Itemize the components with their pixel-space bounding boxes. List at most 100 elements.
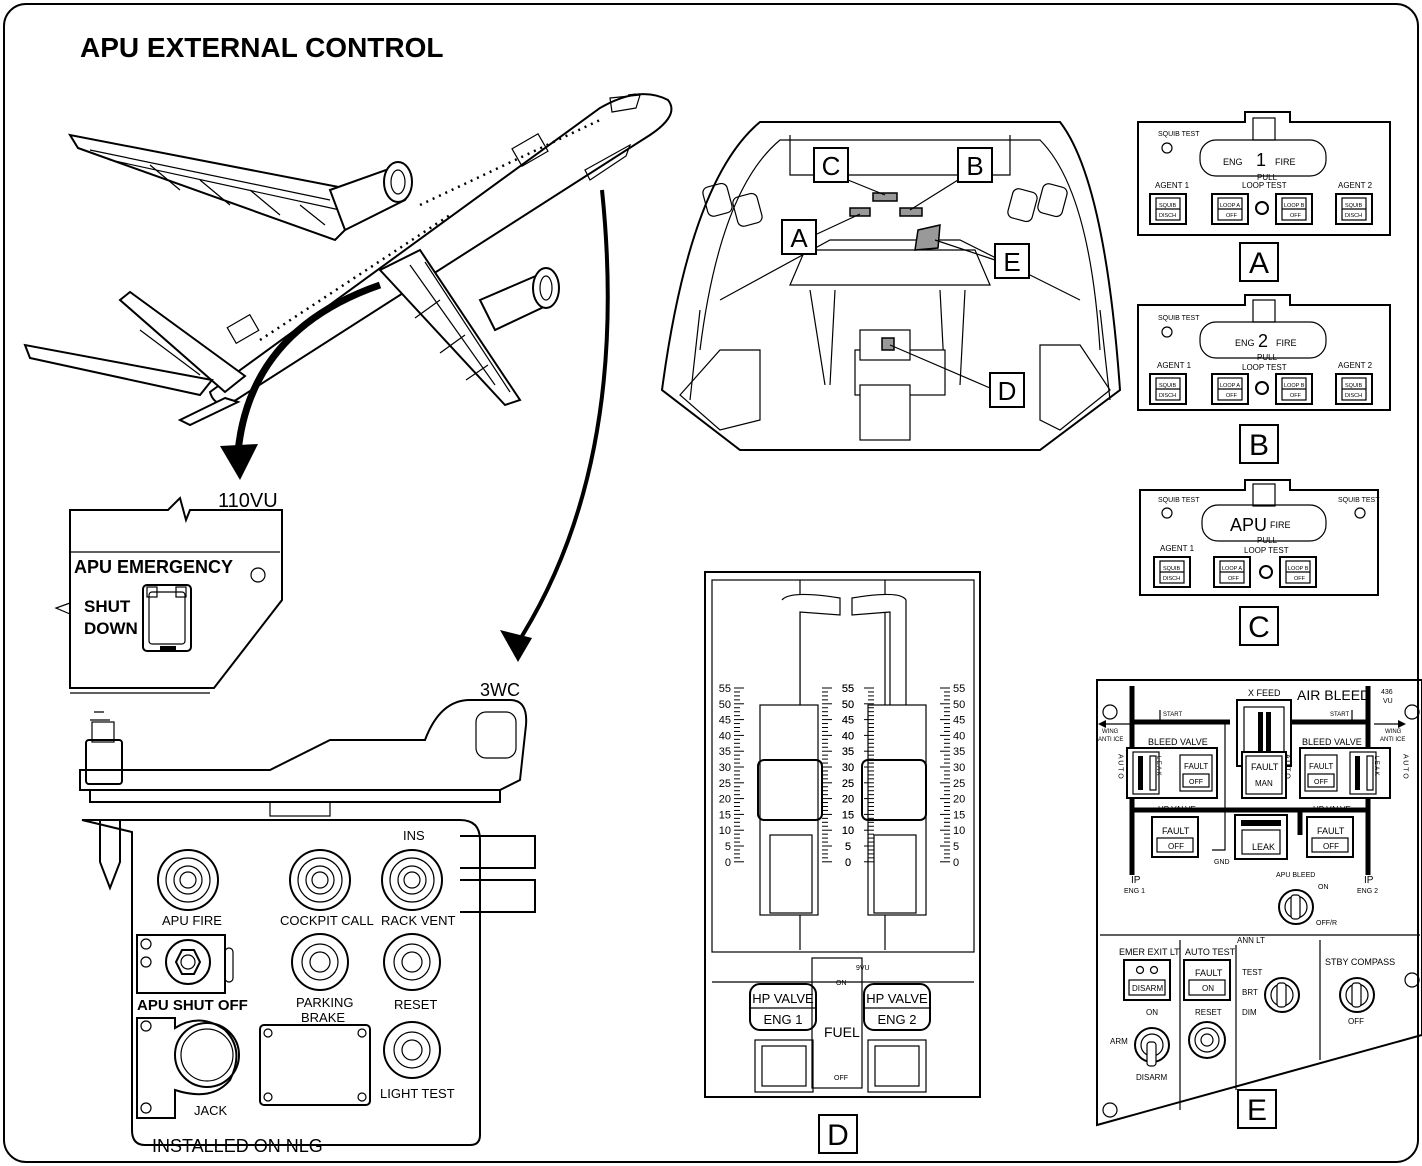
on-auto-test: ON: [1202, 984, 1214, 993]
eng-num-a: 1: [1256, 150, 1266, 170]
cockpit-call-light[interactable]: [289, 849, 351, 911]
anti-ice-label-left: ANTI ICE: [1098, 737, 1123, 743]
x-feed-man-button[interactable]: [1241, 751, 1287, 799]
jack-label: JACK: [194, 1103, 228, 1118]
thrust-lever-2[interactable]: [851, 593, 927, 916]
scale-label: 40: [842, 730, 854, 742]
apu-shut-off-label: APU SHUT OFF: [137, 997, 248, 1014]
disch-b1: DISCH: [1159, 393, 1176, 399]
apu-emergency-shutdown-button[interactable]: [142, 584, 192, 652]
dim-label: DIM: [1242, 1008, 1257, 1017]
agent2-label-b: AGENT 2: [1338, 361, 1373, 370]
scale-label: 15: [842, 809, 854, 821]
squib-disch-button-a1[interactable]: [1149, 193, 1187, 225]
hp-valve-fault-off-left[interactable]: [1151, 816, 1199, 858]
panel-letter-c: C: [1248, 611, 1270, 644]
bleed-fault-off-button-left[interactable]: [1179, 754, 1213, 792]
bleed-fault-off-button-right[interactable]: [1304, 754, 1338, 792]
loop-b-button-a[interactable]: [1275, 193, 1313, 225]
scale-label: 35: [953, 746, 965, 758]
loop-b-button-c[interactable]: [1279, 556, 1317, 588]
apu-bleed-toggle[interactable]: [1278, 889, 1314, 925]
bleed-valve-left-label: BLEED VALVE: [1148, 737, 1208, 747]
scale-label: 10: [842, 825, 854, 837]
disarm-label-1: DISARM: [1132, 984, 1163, 993]
bleed-valve-switch-right[interactable]: [1349, 751, 1377, 795]
apu-shut-off-button[interactable]: [136, 934, 234, 994]
reset-button[interactable]: [383, 933, 441, 991]
scale-label: 25: [842, 778, 854, 790]
anti-ice-label-right: ANTI ICE: [1380, 737, 1405, 743]
panel-letter-e: E: [1247, 1094, 1267, 1127]
emer-exit-toggle[interactable]: [1134, 1027, 1170, 1067]
bleed-valve-switch-left[interactable]: [1132, 751, 1160, 795]
disch-c: DISCH: [1163, 576, 1180, 582]
loop-test-label-b: LOOP TEST: [1242, 363, 1287, 372]
reset-button-e[interactable]: [1188, 1021, 1226, 1059]
ann-lt-toggle[interactable]: [1264, 977, 1300, 1013]
scale-label: 50: [842, 699, 854, 711]
highlight-b: [899, 207, 923, 217]
start-label-left: START: [1163, 712, 1182, 718]
apu-bleed-leak-button[interactable]: [1234, 814, 1288, 860]
ip-left: IP: [1131, 875, 1141, 886]
fire-panel-c: SQUIB TEST SQUIB TEST APU FIRE PULL AGEN…: [1139, 479, 1380, 646]
squib-disch-button-b1[interactable]: [1149, 373, 1187, 405]
stby-compass-toggle[interactable]: [1339, 977, 1375, 1013]
parking-brake-light: [291, 933, 349, 991]
squib-a2: SQUIB: [1345, 203, 1362, 209]
loop-b-button-b[interactable]: [1275, 373, 1313, 405]
squib-disch-button-a2[interactable]: [1335, 193, 1373, 225]
apu-fire-light: [157, 849, 219, 911]
arm-label: ARM: [1110, 1037, 1128, 1046]
loop-a-button-c[interactable]: [1213, 556, 1251, 588]
thrust-lever-1[interactable]: [757, 593, 841, 916]
jack-socket[interactable]: [136, 1017, 240, 1119]
hp-valve-eng1-lever[interactable]: [749, 983, 817, 1093]
callout-b: B: [966, 151, 983, 181]
scale-label: 50: [842, 699, 854, 711]
eng2-fire-handle[interactable]: [1199, 299, 1327, 359]
wing-label-right: WING: [1385, 729, 1402, 735]
scale-label: 10: [842, 825, 854, 837]
eng1-fire-handle[interactable]: [1199, 117, 1327, 177]
scale-label: 45: [953, 715, 965, 727]
scale-label: 30: [953, 762, 965, 774]
disch-a1: DISCH: [1159, 213, 1176, 219]
scale-label: 40: [842, 730, 854, 742]
loop-test-knob-c[interactable]: [1259, 565, 1273, 579]
loop-b-label-c: LOOP B: [1288, 566, 1309, 572]
apu-fire-handle[interactable]: [1201, 483, 1327, 542]
hp-valve-fault-off-right[interactable]: [1306, 816, 1354, 858]
loop-test-label-a: LOOP TEST: [1242, 181, 1287, 190]
reset-label-e: RESET: [1195, 1008, 1222, 1017]
leak-v-left: L E A K: [1155, 756, 1161, 775]
loop-a-label-c: LOOP A: [1222, 566, 1242, 572]
loop-test-knob-a[interactable]: [1255, 201, 1269, 215]
light-test-button[interactable]: [383, 1021, 441, 1079]
auto-test-fault-on-button[interactable]: [1183, 959, 1231, 1001]
emer-exit-lt-label: EMER EXIT LT: [1119, 947, 1180, 957]
squib-disch-button-c[interactable]: [1153, 556, 1191, 588]
loop-a-button-b[interactable]: [1211, 373, 1249, 405]
apu-num-c: APU: [1230, 515, 1267, 535]
hp-valve-label-2: HP VALVE: [866, 991, 928, 1006]
installed-on-nlg-label: INSTALLED ON NLG: [152, 1136, 323, 1156]
squib-disch-button-b2[interactable]: [1335, 373, 1373, 405]
leak-v-right: L E A K: [1373, 756, 1379, 775]
cockpit-view: A B C D E: [660, 121, 1122, 451]
eng1-label-d: ENG 1: [763, 1012, 802, 1027]
disch-b2: DISCH: [1345, 393, 1362, 399]
disarm-label-2: DISARM: [1136, 1073, 1167, 1082]
pull-label-b: PULL: [1257, 353, 1278, 362]
loop-a-button-a[interactable]: [1211, 193, 1249, 225]
scale-label: 45: [842, 715, 854, 727]
emer-exit-disarm-button[interactable]: [1123, 959, 1171, 1001]
eng-label-a: ENG: [1223, 157, 1243, 167]
fuel-label-d: FUEL: [824, 1024, 860, 1040]
hp-valve-eng2-lever[interactable]: [863, 983, 931, 1093]
loop-test-knob-b[interactable]: [1255, 381, 1269, 395]
scale-label: 30: [842, 762, 854, 774]
